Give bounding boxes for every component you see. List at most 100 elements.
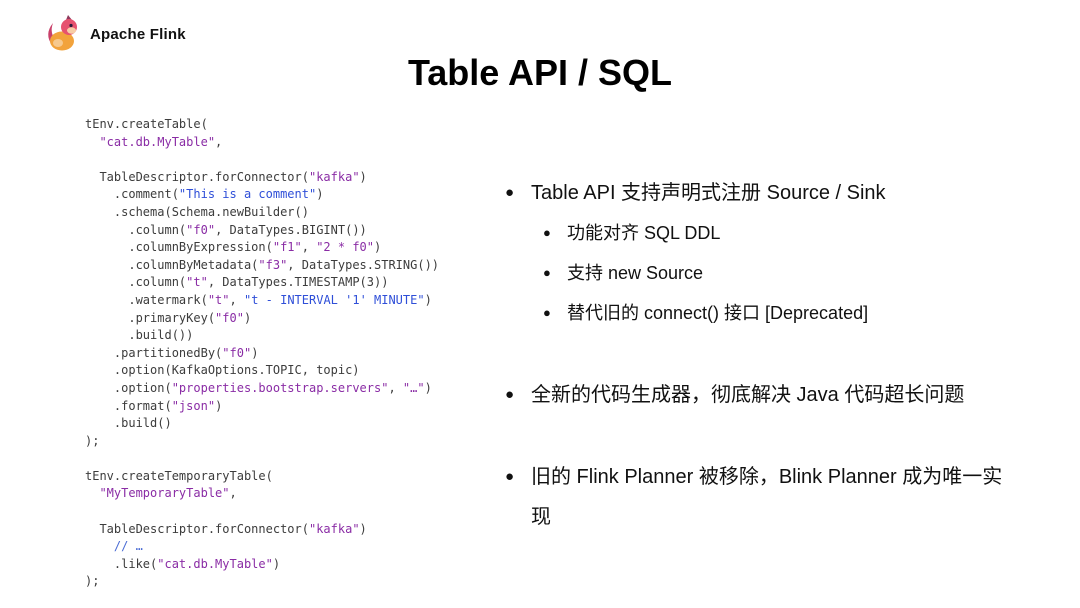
bullet-dot: ● [543, 305, 551, 320]
code-line: "cat.db.MyTable", [85, 134, 439, 152]
code-line: "MyTemporaryTable", [85, 485, 439, 503]
code-line [85, 450, 439, 468]
code-token-str: "f0" [215, 310, 244, 325]
code-token-plain: .build() [85, 416, 172, 431]
bullet-item: ● 全新的代码生成器，彻底解决 Java 代码超长问题 [505, 375, 1015, 415]
bullet-list: ● Table API 支持声明式注册 Source / Sink ● 功能对齐… [505, 173, 1015, 537]
code-token-plain: , [229, 292, 244, 307]
squirrel-eye [69, 23, 73, 28]
code-token-plain: .column( [85, 275, 187, 290]
code-token-str: "f0" [222, 345, 252, 360]
bullet-text: 功能对齐 SQL DDL [567, 223, 721, 243]
bullet-item: ● 支持 new Source [543, 253, 1015, 293]
code-token-comment: // … [85, 539, 143, 554]
code-token-plain: .partitionedBy( [85, 345, 223, 360]
code-line: // … [85, 538, 439, 556]
bullet-item: ● 替代旧的 connect() 接口 [Deprecated] [543, 293, 1015, 333]
code-token-str: "MyTemporaryTable" [99, 486, 230, 501]
code-token-plain: .like( [85, 556, 158, 571]
code-token-plain: , DataTypes.STRING()) [287, 257, 440, 272]
flink-squirrel-icon [48, 15, 77, 51]
code-token-str: "t" [186, 275, 208, 290]
code-token-plain: TableDescriptor.forConnector( [85, 169, 309, 184]
code-token-str: "cat.db.MyTable" [99, 134, 216, 149]
code-token-plain: , DataTypes.TIMESTAMP(3)) [207, 275, 389, 290]
code-line: .columnByExpression("f1", "2 * f0") [85, 239, 439, 257]
code-token-str: "2 * f0" [316, 240, 374, 255]
squirrel-belly [53, 39, 63, 47]
code-token-plain: ) [215, 398, 223, 413]
code-token-str: "properties.bootstrap.servers" [171, 380, 389, 395]
code-line: .option("properties.bootstrap.servers", … [85, 380, 439, 398]
code-line: .column("f0", DataTypes.BIGINT()) [85, 222, 439, 240]
code-token-plain: ) [272, 556, 281, 571]
code-line: ); [85, 433, 439, 451]
code-line: ); [85, 573, 439, 591]
code-token-plain: .columnByExpression( [85, 240, 273, 255]
code-line: .comment("This is a comment") [85, 186, 439, 204]
code-line: .build() [85, 415, 439, 433]
code-token-str: "f1" [272, 240, 302, 255]
code-token-plain [85, 135, 99, 149]
code-line: .watermark("t", "t - INTERVAL '1' MINUTE… [85, 292, 439, 310]
code-token-plain: TableDescriptor.forConnector( [85, 521, 309, 536]
code-line: .primaryKey("f0") [85, 310, 439, 328]
bullet-text: 旧的 Flink Planner 被移除，Blink Planner 成为唯一实… [531, 466, 1003, 528]
code-token-str: "f3" [258, 257, 288, 272]
code-token-str: "cat.db.MyTable" [157, 556, 273, 571]
code-line: .partitionedBy("f0") [85, 345, 439, 363]
code-token-plain: ); [85, 574, 100, 589]
code-token-plain: , [388, 380, 403, 395]
code-token-blue: "This is a comment" [178, 187, 317, 202]
code-token-plain: .columnByMetadata( [85, 257, 259, 272]
code-token-plain: , [229, 486, 237, 501]
code-line: .build()) [85, 327, 439, 345]
code-line: .column("t", DataTypes.TIMESTAMP(3)) [85, 274, 439, 292]
code-block: tEnv.createTable( "cat.db.MyTable", Tabl… [85, 116, 439, 591]
code-token-str: "kafka" [308, 521, 360, 536]
code-token-blue: "t - INTERVAL '1' MINUTE" [243, 292, 425, 307]
code-token-str: "t" [207, 292, 230, 307]
code-token-plain: .watermark( [85, 292, 208, 307]
code-line [85, 151, 439, 169]
bullet-item: ● 旧的 Flink Planner 被移除，Blink Planner 成为唯… [505, 457, 1015, 537]
bullet-text: 全新的代码生成器，彻底解决 Java 代码超长问题 [531, 384, 965, 406]
code-token-plain: ) [424, 292, 432, 307]
code-line: .columnByMetadata("f3", DataTypes.STRING… [85, 257, 439, 275]
code-token-plain: .schema(Schema.newBuilder() [85, 204, 309, 219]
code-line: .schema(Schema.newBuilder() [85, 204, 439, 222]
bullet-item: ● Table API 支持声明式注册 Source / Sink [505, 173, 1015, 213]
squirrel-muzzle [67, 27, 76, 34]
code-token-plain: ) [251, 345, 259, 360]
code-token-plain: ) [374, 240, 382, 255]
squirrel-ear [66, 15, 72, 20]
page-title: Table API / SQL [407, 52, 673, 93]
code-token-plain: .format( [85, 398, 172, 413]
code-token-plain: .primaryKey( [85, 310, 216, 325]
code-token-plain: .comment( [85, 187, 179, 202]
code-line: .format("json") [85, 398, 439, 416]
code-token-plain: .column( [85, 222, 187, 237]
bullet-dot: ● [505, 386, 515, 403]
code-token-plain: .option( [85, 380, 172, 395]
code-token-plain: , DataTypes.BIGINT()) [215, 222, 367, 237]
code-token-plain: ) [316, 187, 324, 202]
code-token-str: "json" [171, 398, 216, 413]
bullet-dot: ● [505, 468, 515, 485]
code-token-str: "…" [402, 380, 425, 395]
code-token-plain: , [215, 134, 223, 149]
brand-header: Apache Flink [42, 14, 186, 54]
code-token-plain [85, 486, 99, 500]
code-token-plain: tEnv.createTable( [85, 117, 208, 131]
code-line: tEnv.createTable( [85, 116, 439, 134]
bullet-text: 支持 new Source [567, 263, 704, 283]
code-line: .option(KafkaOptions.TOPIC, topic) [85, 362, 439, 380]
bullet-text: 替代旧的 connect() 接口 [Deprecated] [567, 303, 869, 323]
code-token-str: "f0" [186, 222, 216, 237]
code-token-plain: ) [424, 380, 432, 395]
code-token-plain: , [301, 240, 317, 255]
bullet-text: Table API 支持声明式注册 Source / Sink [531, 182, 886, 204]
brand-name: Apache Flink [90, 25, 186, 43]
code-line [85, 503, 439, 521]
bullet-dot: ● [505, 184, 515, 201]
